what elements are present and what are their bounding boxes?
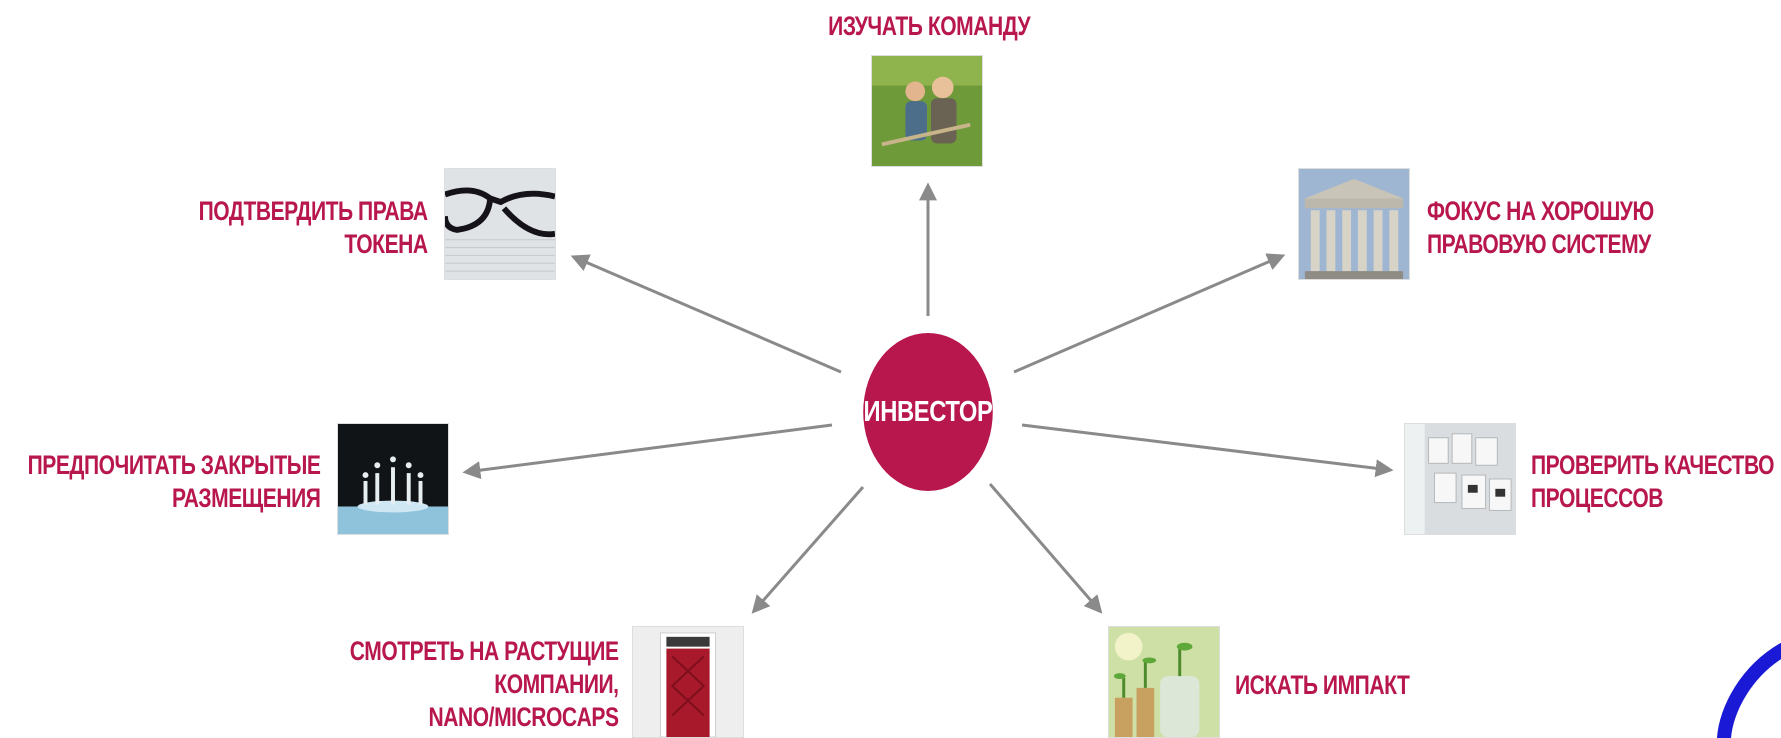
label-line: ИСКАТЬ ИМПАКТ (1235, 670, 1410, 700)
arrow-to-process (1021, 423, 1394, 478)
node-label-private: ПРЕДПОЧИТАТЬ ЗАКРЫТЫЕ РАЗМЕЩЕНИЯ (27, 449, 320, 515)
label-line: ФОКУС НА ХОРОШУЮ (1427, 196, 1654, 226)
courthouse-photo-icon (1298, 168, 1410, 280)
label-line: ПРЕДПОЧИТАТЬ ЗАКРЫТЫЕ (27, 450, 320, 480)
label-line: ПРОЦЕССОВ (1531, 483, 1663, 513)
red-door-photo-icon (632, 626, 744, 738)
arrow-to-legal (1013, 253, 1286, 374)
label-line: ПОДТВЕРДИТЬ ПРАВА (198, 196, 429, 226)
arrow-to-token (570, 254, 842, 374)
node-label-team: ИЗУЧАТЬ КОМАНДУ (828, 10, 1031, 43)
label-line: ТОКЕНА (344, 229, 429, 259)
arrow-to-impact (988, 483, 1103, 614)
label-line: КОМПАНИИ, (494, 669, 620, 699)
label-line: ИЗУЧАТЬ КОМАНДУ (828, 11, 1031, 41)
label-line: СМОТРЕТЬ НА РАСТУЩИЕ (350, 636, 619, 666)
label-line: NANO/MICROCAPS (428, 702, 619, 732)
water-drop-splash-photo-icon (337, 423, 449, 535)
eyeglasses-photo-icon (444, 168, 556, 280)
label-line: ПРАВОВУЮ СИСТЕМУ (1427, 229, 1651, 259)
node-label-token: ПОДТВЕРДИТЬ ПРАВА ТОКЕНА (198, 195, 429, 261)
process-board-photo-icon (1404, 423, 1516, 535)
label-line: ПРОВЕРИТЬ КАЧЕСТВО (1531, 450, 1775, 480)
brand-logo-icon (1706, 640, 1781, 738)
investor-hub: ИНВЕСТОР (863, 333, 993, 491)
label-line: РАЗМЕЩЕНИЯ (171, 483, 320, 513)
node-label-growth: СМОТРЕТЬ НА РАСТУЩИЕ КОМПАНИИ, NANO/MICR… (350, 635, 619, 734)
arrow-to-growth (751, 486, 865, 614)
kids-tug-of-war-photo-icon (871, 55, 983, 167)
coin-jar-sprouts-photo-icon (1108, 626, 1220, 738)
node-label-process: ПРОВЕРИТЬ КАЧЕСТВО ПРОЦЕССОВ (1531, 449, 1775, 515)
arrow-to-private (462, 423, 833, 480)
node-label-impact: ИСКАТЬ ИМПАКТ (1235, 669, 1410, 702)
node-label-legal: ФОКУС НА ХОРОШУЮ ПРАВОВУЮ СИСТЕМУ (1427, 195, 1654, 261)
